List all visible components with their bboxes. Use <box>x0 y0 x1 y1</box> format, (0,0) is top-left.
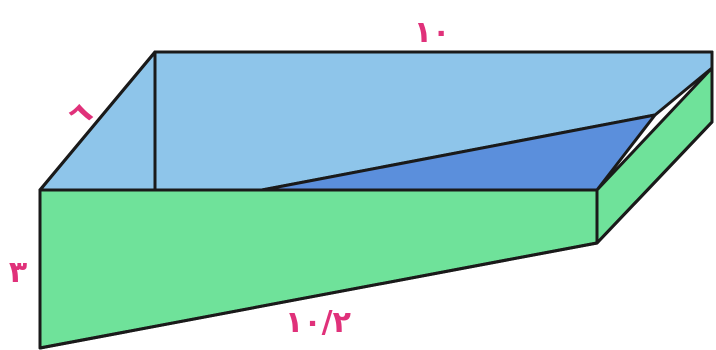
outline-edge <box>38 50 714 350</box>
bottom-length-label: ١٠/٢ <box>285 305 351 340</box>
height-label: ٣ <box>9 255 27 290</box>
top-length-label: ١٠ <box>414 15 451 50</box>
